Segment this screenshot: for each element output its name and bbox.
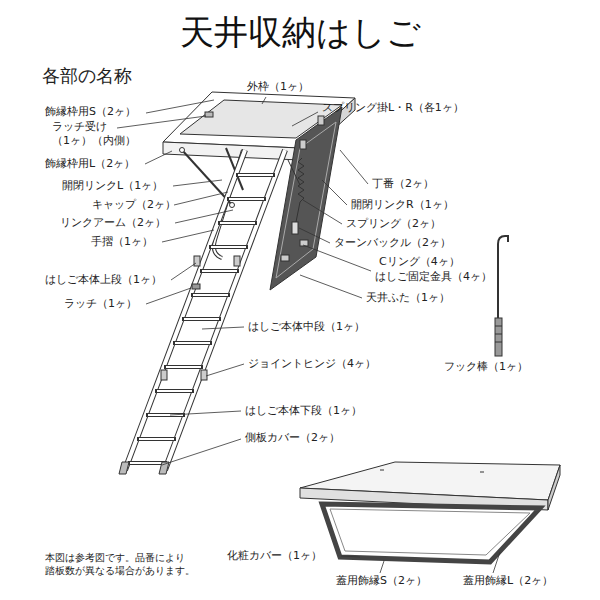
section-heading: 各部の名称 (42, 64, 132, 87)
part-label: 手摺（1ヶ） (91, 235, 153, 249)
part-label: 化粧カバー（1ヶ） (227, 549, 322, 563)
part-label: スプリング（2ヶ） (346, 217, 441, 231)
part-label: 外枠（1ヶ） (247, 80, 309, 94)
part-label: ターンバックル（2ヶ） (334, 236, 451, 250)
lid-frame-detail (300, 462, 560, 562)
part-label: 飾縁枠用L（2ヶ） (45, 157, 135, 171)
text-line: （1ヶ）（内側） (52, 134, 136, 148)
text-line: 踏板数が異なる場合があります。 (45, 564, 195, 577)
part-label: ラッチ受け （1ヶ）（内側） (52, 120, 136, 149)
page-title: 天井収納はしご (0, 10, 600, 56)
text-line: 本図は参考図です。品番により (45, 551, 195, 564)
part-label: スプリング掛L・R（各1ヶ） (322, 101, 464, 115)
note-text: 本図は参考図です。品番により 踏板数が異なる場合があります。 (45, 551, 195, 577)
part-label: 開閉リンクR（1ヶ） (351, 198, 454, 212)
part-label: 開閉リンクL（1ヶ） (62, 179, 163, 193)
part-label: 側板カバー（2ヶ） (245, 431, 340, 445)
part-label: 蓋用飾縁S（2ヶ） (336, 574, 427, 588)
part-label: フック棒（1ヶ） (444, 360, 528, 374)
part-label: 天井ふた（1ヶ） (366, 291, 450, 305)
part-label: はしご本体下段（1ヶ） (245, 404, 362, 418)
part-label: ジョイントヒンジ（4ヶ） (248, 357, 376, 371)
ceiling-lid (270, 107, 342, 290)
text-line: ラッチ受け (52, 120, 136, 134)
part-label: ラッチ（1ヶ） (64, 297, 137, 311)
part-label: はしご本体中段（1ヶ） (248, 320, 365, 334)
part-label: キャップ（2ヶ） (92, 198, 176, 212)
part-label: Cリング（4ヶ） (379, 255, 460, 269)
part-label: はしご固定金具（4ヶ） (375, 270, 492, 284)
part-label: 丁番（2ヶ） (372, 177, 434, 191)
part-label: リンクアーム（2ヶ） (60, 216, 166, 230)
part-label: 蓋用飾縁L（2ヶ） (463, 574, 553, 588)
part-label: はしご本体上段（1ヶ） (45, 273, 162, 287)
hook-stick (495, 236, 508, 356)
spring (288, 158, 304, 234)
part-label: 飾縁枠用S（2ヶ） (45, 105, 136, 119)
leader-lines (117, 97, 500, 573)
